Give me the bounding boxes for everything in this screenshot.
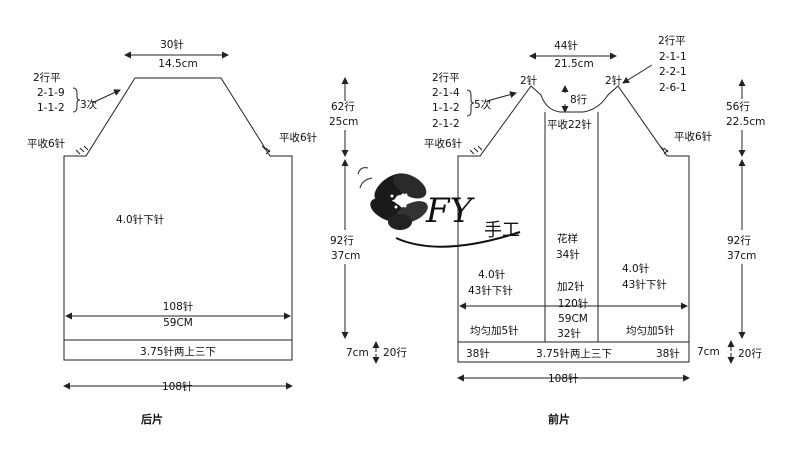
front-left-inc: 均匀加5针 [470, 324, 519, 337]
front-left-2: 2针 [520, 74, 537, 87]
front-center-sts: 32针 [557, 327, 581, 340]
front-piece: 44针 21.5cm 2针 2针 8行 平收22针 2行平 2-1-4 1-1-… [424, 34, 765, 426]
right-rib-rows: 20行 [738, 347, 762, 360]
front-outline [457, 85, 690, 363]
back-bindoff-right: 平收6针 [279, 131, 317, 144]
back-dec-arrow [91, 89, 121, 104]
front-rdec-title: 2行平 [658, 34, 686, 47]
front-width-sts: 120针 [558, 297, 589, 310]
right-raglan-rows: 56行 [726, 100, 750, 113]
front-left-sts: 43针下针 [468, 284, 513, 297]
logo-swoosh [395, 231, 521, 248]
mid-body-rows: 92行 [330, 234, 354, 247]
logo-mark: FY [425, 191, 476, 231]
middle-dimensions: 62行 25cm 92行 37cm 7cm 20行 [329, 77, 407, 364]
front-ldec-1: 2-1-4 [432, 87, 460, 99]
back-body-needle: 4.0针下针 [116, 213, 164, 226]
front-right-needle: 4.0针 [622, 262, 649, 275]
front-right-rib: 38针 [656, 347, 680, 360]
front-rdec-2: 2-2-1 [659, 66, 687, 78]
front-ldec-2: 1-1-2 [432, 102, 460, 114]
front-ldec-brace [466, 89, 475, 117]
logo-text: 手工 [484, 220, 520, 241]
front-left-needle: 4.0针 [478, 268, 505, 281]
right-body-rows: 92行 [727, 234, 751, 247]
front-right-sts: 43针下针 [622, 278, 667, 291]
back-dec-title: 2行平 [33, 71, 61, 84]
front-bottom-sts: 108针 [548, 372, 579, 385]
front-rdec-1: 2-1-1 [659, 51, 687, 63]
back-right-ticks [261, 145, 271, 155]
back-piece: 30针 14.5cm 2行平 2-1-9 1-1-2 3次 平收6针 平收6针 … [27, 38, 317, 426]
back-dec-brace [72, 87, 81, 113]
front-bindoff-left: 平收6针 [424, 137, 462, 150]
back-top-sts: 30针 [160, 38, 184, 51]
front-width-cm: 59CM [558, 313, 588, 325]
back-outline [63, 77, 293, 361]
mid-rib-cm: 7cm [346, 347, 369, 359]
front-left-ticks [469, 145, 483, 155]
back-dec-2: 1-1-2 [37, 102, 65, 114]
front-right-ticks [659, 145, 669, 155]
back-bottom-sts: 108针 [162, 380, 193, 393]
front-top-cm: 21.5cm [554, 58, 593, 70]
back-title: 后片 [141, 412, 163, 426]
back-bindoff-left: 平收6针 [27, 137, 65, 150]
back-width-sts: 108针 [163, 300, 194, 313]
front-left-rib: 38针 [466, 347, 490, 360]
front-right-inc: 均匀加5针 [626, 324, 675, 337]
mid-raglan-cm: 25cm [329, 116, 358, 128]
back-dec-times: 3次 [80, 98, 98, 111]
mid-rib-rows: 20行 [383, 346, 407, 359]
front-right-2: 2针 [605, 74, 622, 87]
front-pattern-sts: 34针 [556, 248, 580, 261]
back-dec-1: 2-1-9 [37, 87, 65, 99]
front-neck-bindoff: 平收22针 [547, 118, 592, 131]
front-top-sts: 44针 [554, 39, 578, 52]
front-ldec-title: 2行平 [432, 71, 460, 84]
front-neck-rows: 8行 [570, 93, 588, 106]
right-rib-cm: 7cm [697, 346, 720, 358]
front-bindoff-right: 平收6针 [674, 130, 712, 143]
back-top-cm: 14.5cm [158, 58, 197, 70]
right-body-cm: 37cm [727, 250, 756, 262]
front-ldec-arrow [486, 91, 517, 102]
logo: FY 手工 [357, 167, 521, 248]
front-pattern: 花样 [557, 232, 578, 245]
flower-icon [357, 167, 428, 230]
mid-raglan-rows: 62行 [331, 100, 355, 113]
back-left-ticks [75, 145, 89, 155]
front-rib-text: 3.75针两上三下 [536, 347, 612, 360]
front-rdec-arrow [622, 64, 653, 84]
front-inc: 加2针 [557, 280, 585, 293]
front-ldec-3: 2-1-2 [432, 118, 460, 130]
back-rib-text: 3.75针两上三下 [140, 345, 216, 358]
front-rdec-3: 2-6-1 [659, 82, 687, 94]
front-title: 前片 [548, 412, 570, 426]
back-width-cm: 59CM [163, 317, 193, 329]
mid-body-cm: 37cm [331, 250, 360, 262]
right-raglan-cm: 22.5cm [726, 116, 765, 128]
